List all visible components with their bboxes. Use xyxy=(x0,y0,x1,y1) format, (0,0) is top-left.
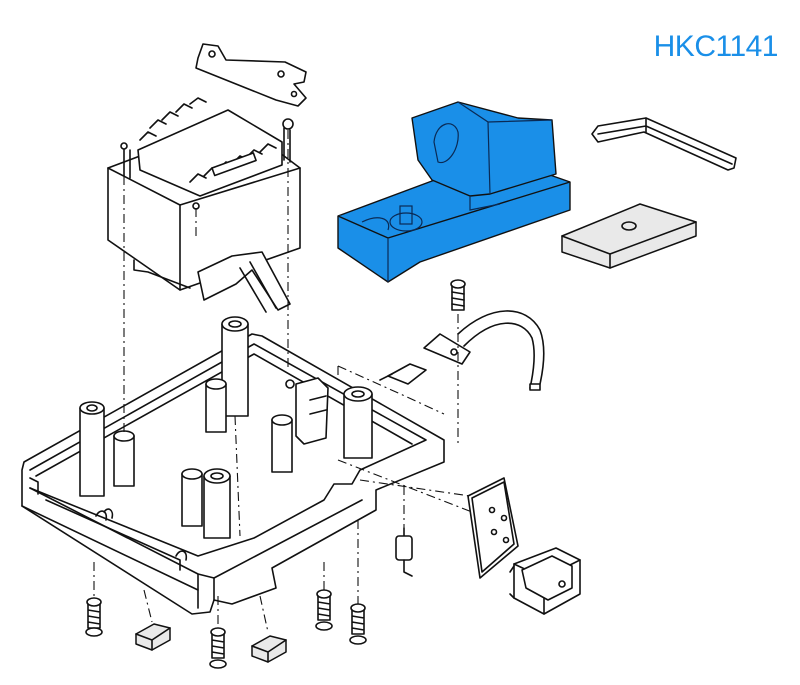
screw xyxy=(209,627,227,669)
cleaning-sponge xyxy=(561,203,697,269)
rubber-foot xyxy=(135,623,171,651)
screw xyxy=(85,597,103,637)
base-housing xyxy=(21,316,445,615)
hex-key xyxy=(591,117,737,171)
soldering-iron-holder xyxy=(337,101,571,283)
power-cable xyxy=(379,310,545,391)
screw xyxy=(349,603,367,645)
base-screws xyxy=(85,589,367,669)
rubber-foot xyxy=(251,635,287,663)
screw xyxy=(450,279,466,311)
rubber-feet xyxy=(135,623,287,663)
assembly-lines xyxy=(93,130,503,633)
screw xyxy=(315,589,333,631)
mounting-bracket xyxy=(195,43,307,107)
fuse xyxy=(395,527,413,577)
switch-plate xyxy=(467,477,519,579)
transformer xyxy=(107,97,301,313)
rocker-switch xyxy=(509,547,581,615)
part-code-label: HKC1141 xyxy=(653,30,779,63)
